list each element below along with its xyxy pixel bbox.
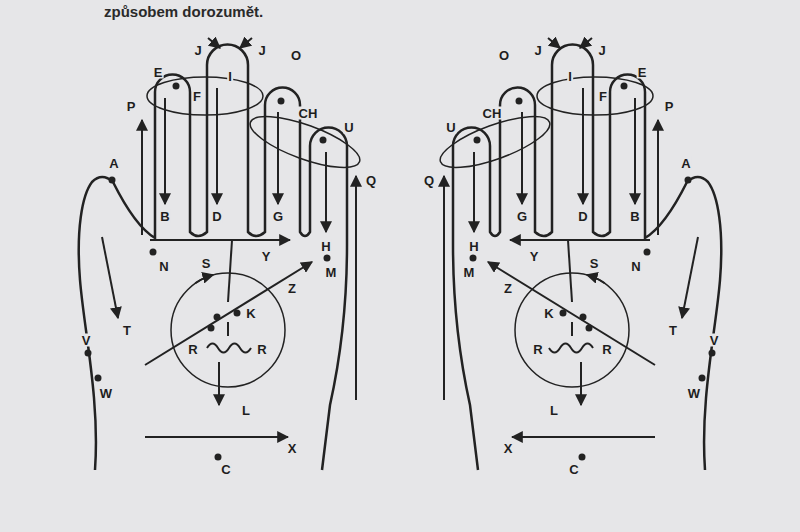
palm-line: [228, 240, 232, 302]
letter-label: R: [187, 343, 198, 356]
letter-label: D: [211, 210, 222, 223]
letter-label: C: [568, 463, 579, 476]
letter-label: S: [589, 257, 600, 270]
letter-label: E: [153, 66, 164, 79]
letter-label: J: [193, 44, 202, 57]
letter-label: N: [158, 260, 169, 273]
letter-label: D: [577, 210, 588, 223]
letter-label: V: [81, 334, 92, 347]
letter-label: I: [567, 70, 573, 83]
letter-label: CH: [298, 107, 319, 120]
letter-label: C: [220, 463, 231, 476]
letter-label: J: [597, 44, 606, 57]
hand-drawing: [79, 38, 366, 470]
letter-label: B: [629, 210, 640, 223]
hand-drawing: [435, 38, 722, 470]
letter-label: J: [533, 44, 542, 57]
letter-label: A: [680, 157, 691, 170]
letter-label: H: [468, 240, 479, 253]
letter-label: O: [498, 49, 510, 62]
letter-label: B: [159, 210, 170, 223]
letter-label: S: [201, 257, 212, 270]
palm-tick: [227, 322, 229, 336]
letter-label: U: [343, 121, 354, 134]
letter-label: V: [709, 334, 720, 347]
letter-label: E: [637, 66, 648, 79]
letter-label: T: [668, 324, 678, 337]
letter-label: G: [272, 210, 284, 223]
letter-label: H: [320, 240, 331, 253]
letter-label: R: [256, 343, 267, 356]
letter-label: W: [99, 387, 113, 400]
hand-outline: [79, 44, 347, 470]
letter-label: L: [549, 404, 559, 417]
letter-label: Z: [287, 282, 297, 295]
wavy-line: [207, 344, 251, 353]
letter-label: R: [532, 343, 543, 356]
letter-label: P: [664, 100, 675, 113]
letter-label: F: [598, 90, 608, 103]
letter-label: CH: [482, 107, 503, 120]
letter-label: O: [290, 49, 302, 62]
letter-label: M: [463, 266, 476, 279]
letter-label: G: [516, 210, 528, 223]
stroke-arrows: [102, 38, 356, 437]
fingertip-ring: [245, 106, 366, 178]
letter-label: R: [601, 343, 612, 356]
letter-label: K: [543, 307, 554, 320]
letter-label: W: [687, 387, 701, 400]
letter-label: U: [445, 121, 456, 134]
letter-label: P: [126, 100, 137, 113]
letter-label: Q: [423, 174, 435, 187]
letter-label: T: [122, 324, 132, 337]
letter-label: K: [245, 307, 256, 320]
letter-label: N: [630, 260, 641, 273]
letter-label: X: [503, 442, 514, 455]
letter-label: Y: [529, 250, 540, 263]
letter-label: I: [227, 70, 233, 83]
caption-text: způsobem dorozumět.: [103, 4, 264, 19]
letter-label: Q: [365, 174, 377, 187]
letter-label: Z: [503, 282, 513, 295]
letter-label: Y: [261, 250, 272, 263]
letter-label: M: [325, 266, 338, 279]
touch-dots: [85, 83, 331, 461]
letter-label: X: [287, 442, 298, 455]
letter-label: J: [257, 44, 266, 57]
letter-label: A: [108, 157, 119, 170]
letter-label: F: [192, 90, 202, 103]
letter-label: L: [241, 404, 251, 417]
